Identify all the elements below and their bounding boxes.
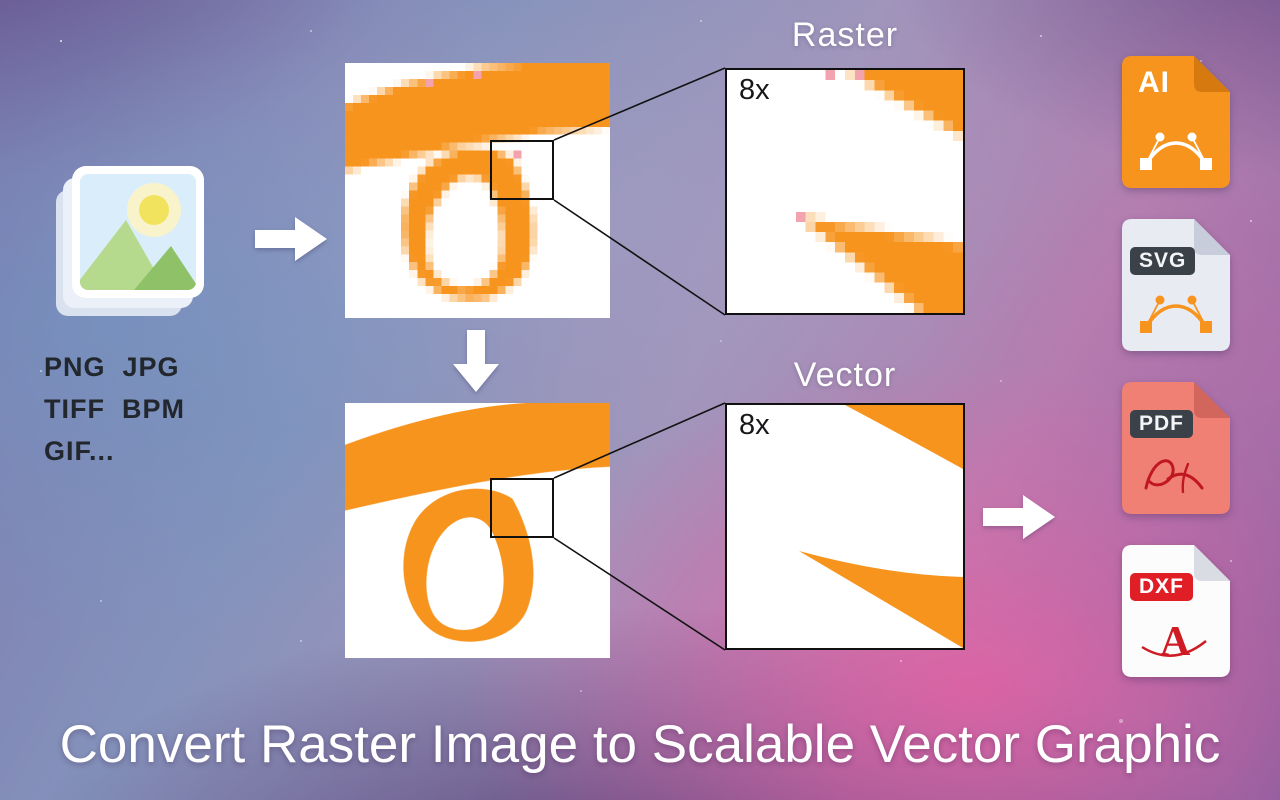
headline-text: Convert Raster Image to Scalable Vector … bbox=[59, 715, 1221, 774]
file-icon-ai: AI bbox=[1122, 56, 1230, 188]
raster-zoom-panel: 8x bbox=[725, 68, 965, 315]
file-type-badge: DXF bbox=[1130, 573, 1193, 601]
raster-zoom-level: 8x bbox=[739, 74, 770, 106]
drafting-letter-a-icon: A bbox=[1141, 619, 1207, 665]
photo-image-icon bbox=[56, 166, 204, 316]
file-icon-pdf: PDF bbox=[1122, 382, 1230, 514]
bezier-curve-icon bbox=[1140, 132, 1212, 170]
vector-logo-canvas bbox=[345, 403, 610, 658]
format-line-3: GIF... bbox=[44, 436, 115, 466]
file-type-badge: SVG bbox=[1130, 247, 1196, 275]
stars-decoration bbox=[60, 40, 62, 42]
vector-selection-box bbox=[490, 478, 554, 538]
raster-panel-title: Raster bbox=[791, 16, 899, 54]
arrow-right-icon bbox=[255, 217, 327, 261]
letter-a-glyph: A bbox=[1160, 619, 1191, 665]
raster-selection-box bbox=[490, 140, 554, 200]
signature-flourish-icon bbox=[1144, 459, 1204, 494]
vector-zoom-level: 8x bbox=[739, 409, 770, 441]
vector-panel-title: Vector bbox=[793, 356, 897, 394]
raster-image-preview bbox=[345, 63, 610, 318]
vector-image-preview bbox=[345, 403, 610, 658]
raster-zoom-canvas bbox=[727, 70, 963, 313]
raster-logo-canvas bbox=[345, 63, 610, 318]
file-type-badge: PDF bbox=[1130, 410, 1193, 438]
format-line-1: PNG JPG bbox=[44, 352, 180, 382]
file-shape-icon bbox=[1122, 56, 1230, 188]
arrow-down-icon bbox=[453, 330, 499, 392]
arrow-right-icon bbox=[983, 495, 1055, 539]
vector-zoom-canvas bbox=[727, 405, 963, 648]
file-icon-dxf: DXF A bbox=[1122, 545, 1230, 677]
format-line-2: TIFF BPM bbox=[44, 394, 185, 424]
vector-zoom-panel: 8x bbox=[725, 403, 965, 650]
bezier-curve-icon bbox=[1140, 295, 1212, 333]
file-type-badge: AI bbox=[1138, 66, 1170, 99]
file-icon-svg: SVG bbox=[1122, 219, 1230, 351]
format-list: PNG JPG TIFF BPM GIF... bbox=[44, 346, 185, 472]
